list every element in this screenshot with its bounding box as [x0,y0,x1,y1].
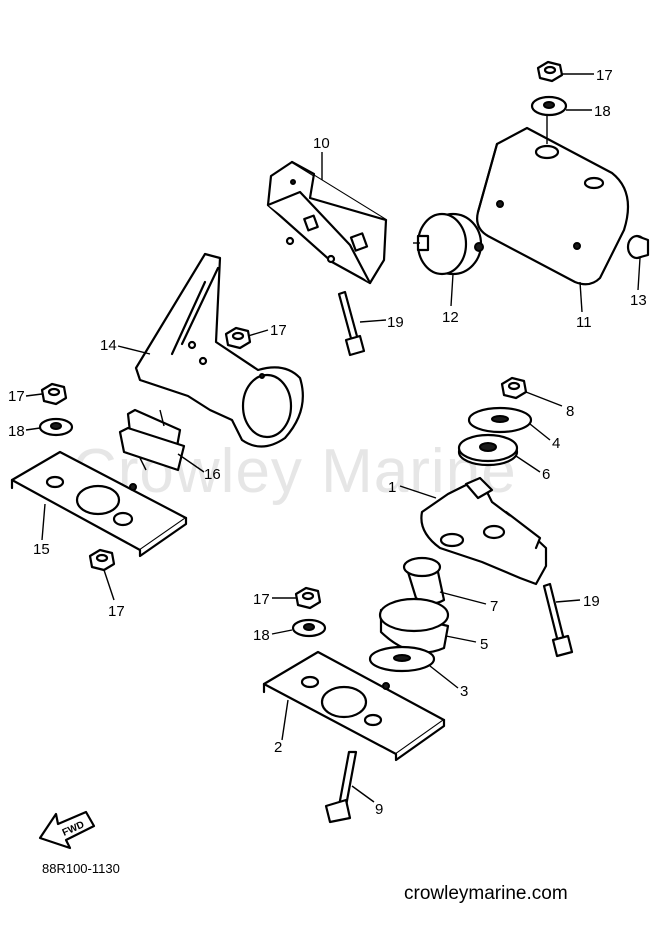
plate-part-2 [262,650,446,762]
diagram-code: 88R100-1130 [42,861,120,876]
callout-14: 14 [100,337,117,354]
forward-arrow-icon: FWD [38,810,96,850]
washer-part-3 [368,645,436,673]
bracket-part-1 [420,476,548,586]
spacer-part-7 [402,556,446,605]
bolt-part-19-upper [337,290,366,357]
nut-part-17-top [536,60,564,83]
callout-numbers: 1 2 3 4 5 6 7 8 9 10 11 12 13 14 15 16 1… [8,67,647,818]
nut-part-8 [500,376,528,400]
callout-16: 16 [204,466,221,483]
bolt-part-9 [324,750,358,824]
washer-part-18-top [530,95,568,117]
callout-18-top: 18 [594,103,611,120]
mount-part-12 [413,212,484,276]
cushion-part-6 [457,433,519,467]
nut-part-17-left [40,382,68,406]
rubber-mount-part-16 [118,408,186,472]
callout-5: 5 [480,636,488,653]
grommet-part-13 [626,234,650,260]
washer-part-18-center [291,618,327,638]
nut-part-17-center [294,586,322,610]
callout-13: 13 [630,292,647,309]
callout-17-lower-left: 17 [108,603,125,620]
callout-15: 15 [33,541,50,558]
callout-9: 9 [375,801,383,818]
callout-19-lower: 19 [583,593,600,610]
plate-part-15 [10,450,188,558]
callout-17-top: 17 [596,67,613,84]
leader-lines [25,73,641,803]
washer-part-18-left [38,417,74,437]
cushion-part-5 [378,597,450,654]
callout-10: 10 [313,135,330,152]
nut-part-17-mid [224,326,252,350]
callout-11: 11 [576,314,592,331]
callout-19-upper: 19 [387,314,404,331]
bracket-part-10 [266,160,388,285]
callout-6: 6 [542,466,550,483]
nut-part-17-lower-left [88,548,116,572]
callout-17-mid: 17 [270,322,287,339]
cover-part-11 [476,126,630,286]
bracket-part-14 [134,252,304,448]
site-url: crowleymarine.com [404,883,568,904]
callout-17-center: 17 [253,591,270,608]
callout-18-left: 18 [8,423,25,440]
callout-7: 7 [490,598,498,615]
callout-12: 12 [442,309,459,326]
callout-4: 4 [552,435,560,452]
callout-3: 3 [460,683,468,700]
callout-1: 1 [388,479,396,496]
callout-17-left: 17 [8,388,25,405]
callout-2: 2 [274,739,282,756]
callout-8: 8 [566,403,574,420]
bolt-part-19-lower [542,582,574,658]
callout-18-center: 18 [253,627,270,644]
washer-part-4 [467,406,533,434]
